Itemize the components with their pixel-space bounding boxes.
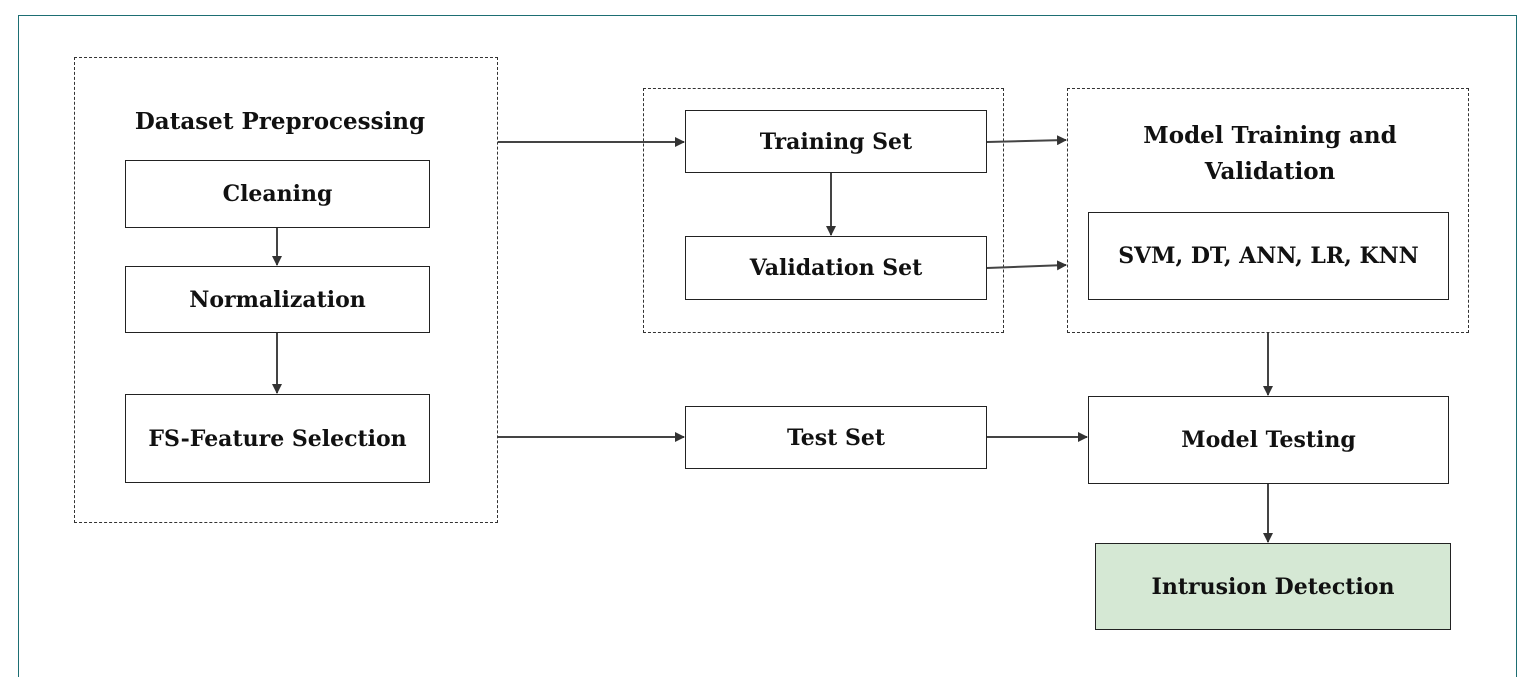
normalization-box: Normalization	[125, 266, 430, 333]
feature-selection-box: FS-Feature Selection	[125, 394, 430, 483]
preprocessing-group-label: Dataset Preprocessing	[134, 108, 426, 135]
model-training-group	[1067, 88, 1469, 333]
arrow-training-set-to-model-training	[986, 135, 1067, 146]
preprocessing-group	[74, 57, 498, 523]
figure-frame	[18, 15, 1517, 677]
test-set-box: Test Set	[685, 406, 987, 469]
data-split-group	[643, 88, 1004, 333]
models-box: SVM, DT, ANN, LR, KNN	[1088, 212, 1449, 300]
arrow-validation-set-to-model-training	[986, 260, 1067, 271]
intrusion-detection-box: Intrusion Detection	[1095, 543, 1451, 630]
validation-set-box: Validation Set	[685, 236, 987, 300]
training-set-box: Training Set	[685, 110, 987, 173]
model-training-group-label: Model Training and Validation	[1143, 122, 1397, 185]
cleaning-box: Cleaning	[125, 160, 430, 228]
model-testing-box: Model Testing	[1088, 396, 1449, 484]
